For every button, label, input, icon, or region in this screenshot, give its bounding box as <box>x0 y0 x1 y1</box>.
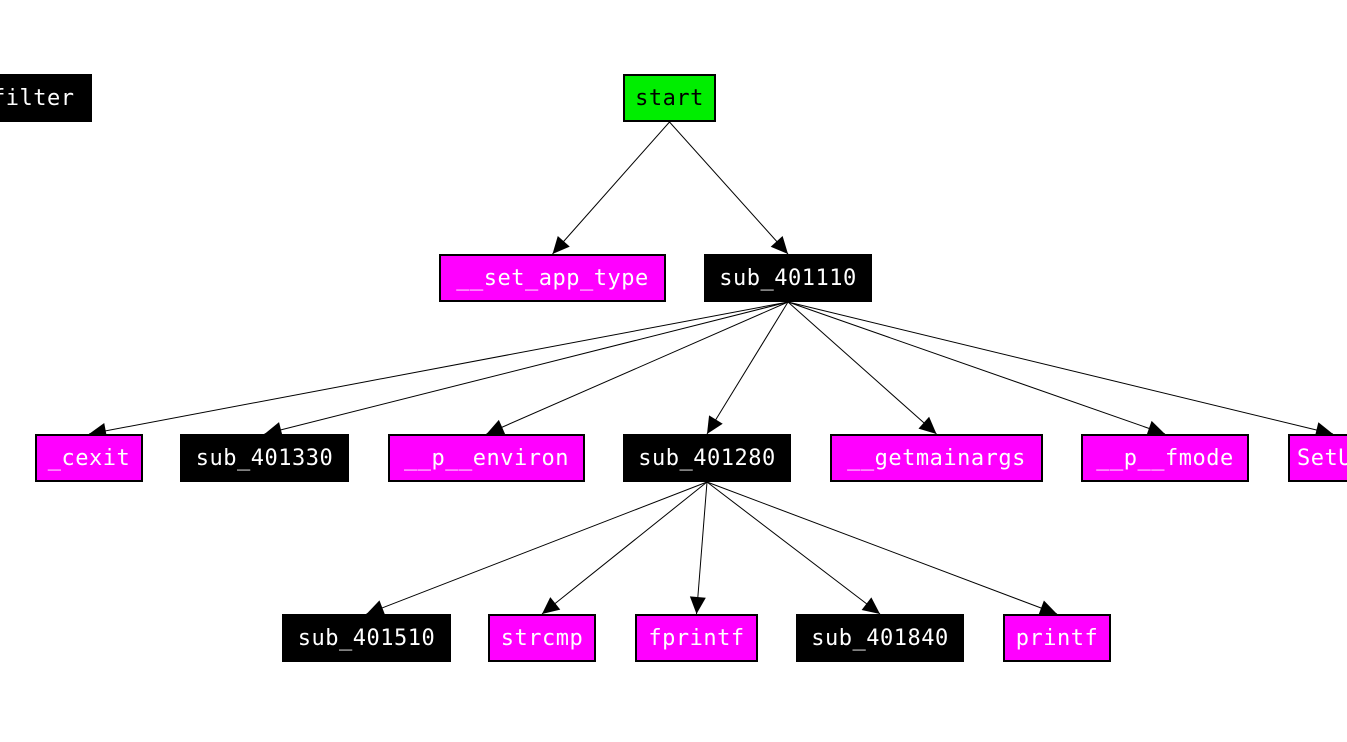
edge-sub401280-to-fprintf <box>696 481 708 615</box>
arrowhead-sub401110-to-sub401280 <box>707 415 723 434</box>
node-label: strcmp <box>500 625 584 651</box>
node-label: __p__fmode <box>1096 445 1234 471</box>
node-label: sub_401330 <box>195 445 334 471</box>
edge-sub401280-to-sub401840 <box>706 481 881 615</box>
edge-sub401110-to-getmainargs <box>787 301 937 435</box>
edge-sub401110-to-sub401330 <box>264 301 789 435</box>
node-sub-401110[interactable]: sub_401110 <box>704 254 872 302</box>
node-label: start <box>635 85 704 111</box>
arrowhead-start-to-setapptype <box>552 235 570 254</box>
node-setu[interactable]: SetU <box>1288 434 1347 482</box>
edge-start-to-sub401110 <box>669 121 789 255</box>
node-getmainargs[interactable]: __getmainargs <box>830 434 1043 482</box>
node-label: sub_401110 <box>719 265 857 291</box>
arrowhead-sub401280-to-sub401840 <box>861 597 880 614</box>
node-label: __p__environ <box>404 445 569 471</box>
arrowhead-sub401280-to-strcmp <box>542 597 561 614</box>
node-sub-401510[interactable]: sub_401510 <box>282 614 451 662</box>
edge-sub401280-to-sub401510 <box>366 481 708 615</box>
arrowhead-sub401110-to-pfmode <box>1146 420 1165 436</box>
edge-start-to-setapptype <box>552 121 670 255</box>
edge-sub401110-to-setu <box>787 301 1334 435</box>
node-label: __getmainargs <box>847 445 1026 471</box>
edge-sub401280-to-strcmp <box>541 481 708 615</box>
arrowhead-sub401110-to-setu <box>1314 422 1333 438</box>
node-label: _cexit <box>47 445 131 471</box>
node-label: printf <box>1015 625 1099 651</box>
arrowhead-sub401280-to-sub401510 <box>366 600 386 616</box>
edge-sub401110-to-cexit <box>88 301 789 435</box>
node-strcmp[interactable]: strcmp <box>488 614 596 662</box>
node-label: sub_401280 <box>638 445 776 471</box>
node-sub-401280[interactable]: sub_401280 <box>623 434 791 482</box>
arrowhead-start-to-sub401110 <box>770 236 788 254</box>
arrowhead-sub401280-to-fprintf <box>689 596 706 614</box>
node-label: sub_401510 <box>297 625 436 651</box>
node-p-fmode[interactable]: __p__fmode <box>1081 434 1249 482</box>
edge-sub401110-to-penviron <box>486 301 789 435</box>
node-label: SetU <box>1297 445 1347 471</box>
node-label: __set_app_type <box>456 265 649 291</box>
node-filter[interactable]: filter <box>0 74 92 122</box>
arrowhead-sub401280-to-printf <box>1038 600 1057 616</box>
edge-sub401110-to-pfmode <box>787 301 1166 435</box>
arrowhead-sub401110-to-sub401330 <box>264 422 283 438</box>
node-label: filter <box>0 85 75 111</box>
node-label: fprintf <box>648 625 745 651</box>
node-set-app-type[interactable]: __set_app_type <box>439 254 666 302</box>
node-sub-401330[interactable]: sub_401330 <box>180 434 349 482</box>
node-start[interactable]: start <box>623 74 716 122</box>
node-p-environ[interactable]: __p__environ <box>388 434 585 482</box>
node-label: sub_401840 <box>811 625 949 651</box>
node-sub-401840[interactable]: sub_401840 <box>796 614 964 662</box>
node-fprintf[interactable]: fprintf <box>635 614 758 662</box>
node-cexit[interactable]: _cexit <box>35 434 143 482</box>
arrowhead-sub401110-to-penviron <box>486 419 506 435</box>
arrowhead-sub401110-to-getmainargs <box>918 416 937 434</box>
node-printf[interactable]: printf <box>1003 614 1111 662</box>
edge-sub401280-to-printf <box>706 481 1058 615</box>
edge-sub401110-to-sub401280 <box>706 301 789 435</box>
